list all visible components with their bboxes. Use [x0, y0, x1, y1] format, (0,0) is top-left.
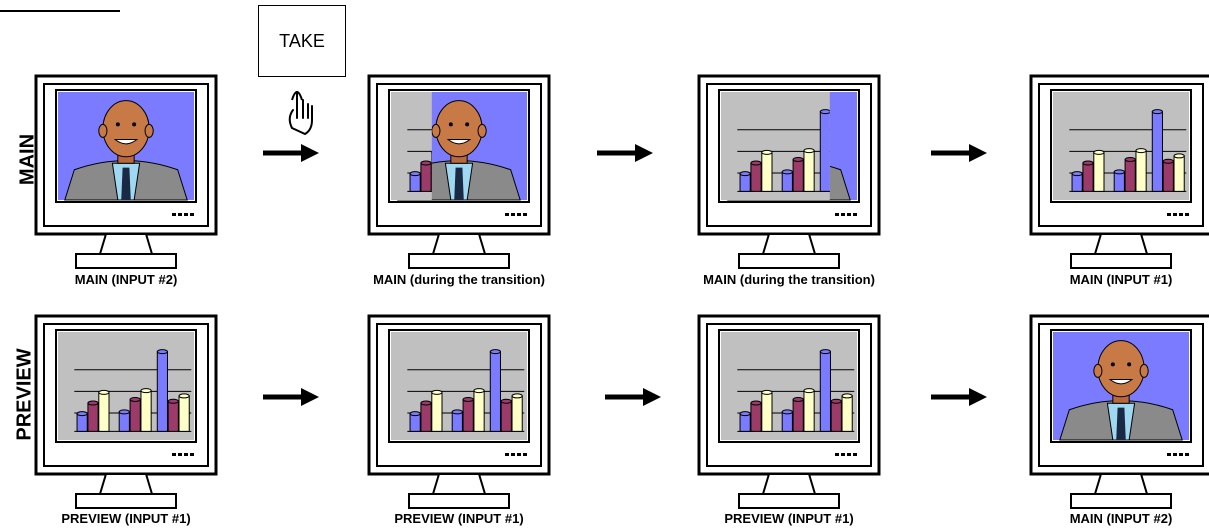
monitor-preview-3 [697, 314, 881, 509]
caption-main-1: MAIN (INPUT #2) [74, 272, 178, 287]
arrow-preview-1 [263, 388, 319, 406]
arrow-main-2 [597, 144, 653, 162]
caption-main-3: MAIN (during the transition) [703, 272, 875, 287]
monitor-main-4 [1029, 74, 1209, 269]
caption-main-4: MAIN (INPUT #1) [1069, 272, 1173, 287]
caption-main-2: MAIN (during the transition) [373, 272, 545, 287]
take-button[interactable]: TAKE [258, 5, 346, 77]
monitor-main-3 [697, 74, 881, 269]
monitor-main-1 [34, 74, 218, 269]
caption-preview-4: MAIN (INPUT #2) [1069, 511, 1173, 526]
caption-preview-3: PREVIEW (INPUT #1) [724, 511, 854, 526]
caption-preview-1: PREVIEW (INPUT #1) [61, 511, 191, 526]
arrow-main-3 [931, 144, 987, 162]
monitor-preview-4 [1029, 314, 1209, 509]
arrow-main-1 [263, 144, 319, 162]
caption-preview-2: PREVIEW (INPUT #1) [394, 511, 524, 526]
take-label: TAKE [279, 30, 325, 51]
header-rule [0, 10, 120, 12]
monitor-preview-1 [34, 314, 218, 509]
monitor-main-2 [367, 74, 551, 269]
monitor-preview-2 [367, 314, 551, 509]
arrow-preview-3 [931, 388, 987, 406]
arrow-preview-2 [605, 388, 661, 406]
pointing-hand-icon [288, 91, 313, 136]
